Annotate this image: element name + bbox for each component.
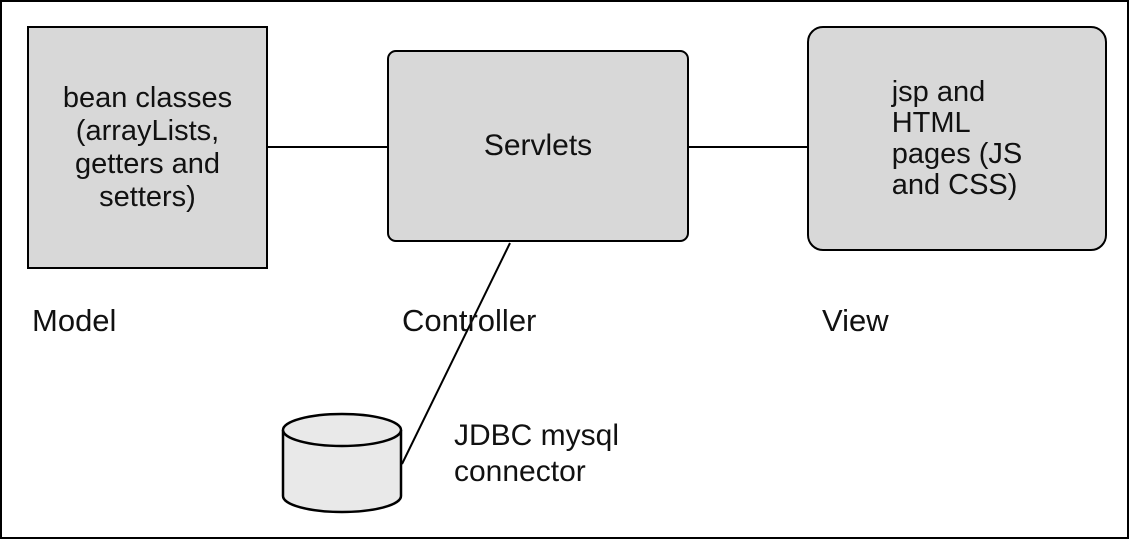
controller-tier-label: Controller	[402, 303, 537, 338]
controller-database-connector	[401, 242, 511, 465]
view-box-text: jsp and HTML pages (JS and CSS)	[891, 75, 1023, 201]
model-box-text-line: bean classes	[62, 81, 233, 114]
database-label-line: JDBC mysql	[454, 419, 620, 452]
model-tier-label: Model	[32, 303, 117, 338]
view-tier-label: View	[822, 303, 889, 338]
view-box-text-line: jsp and	[891, 75, 986, 108]
model-box-text-line: (arrayLists,	[75, 114, 220, 147]
model-box-text: bean classes (arrayLists, getters and se…	[63, 82, 232, 214]
view-box: jsp and HTML pages (JS and CSS)	[807, 26, 1107, 251]
view-box-text-line: pages (JS	[891, 137, 1023, 170]
view-box-text-line: HTML	[891, 106, 971, 139]
database-label-line: connector	[454, 455, 586, 488]
model-box: bean classes (arrayLists, getters and se…	[27, 26, 268, 269]
view-box-text-line: and CSS)	[891, 168, 1018, 201]
database-cylinder-body	[281, 430, 403, 514]
database-cylinder-top	[281, 412, 403, 448]
model-box-text-line: setters)	[99, 180, 196, 213]
database-cylinder-icon	[281, 412, 403, 514]
controller-box-title: Servlets	[483, 129, 593, 162]
model-box-text-line: getters and	[74, 147, 221, 180]
database-label: JDBC mysql connector	[454, 418, 619, 490]
controller-box: Servlets	[387, 50, 689, 242]
